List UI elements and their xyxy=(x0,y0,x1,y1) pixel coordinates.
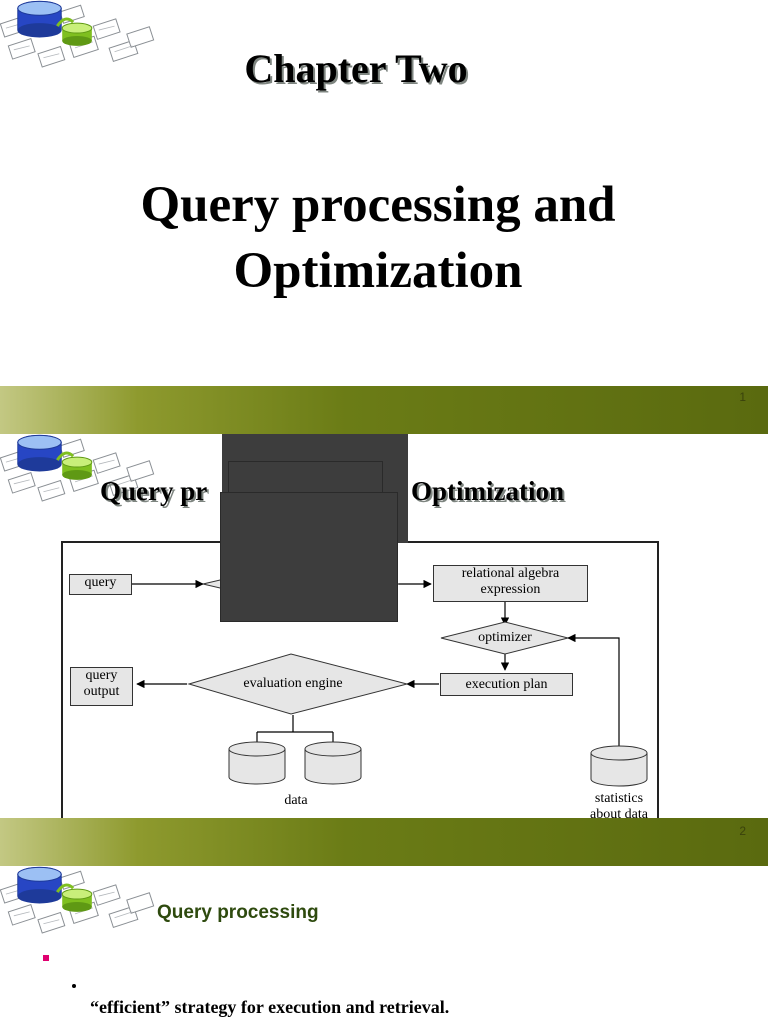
main-title-line-1: Query processing and xyxy=(0,172,756,238)
slide-2-title-left: Query pr xyxy=(100,476,207,507)
statistics-line-1: statistics xyxy=(571,791,667,807)
optimizer-label: optimizer xyxy=(463,630,547,646)
relational-algebra-line-1: relational algebra xyxy=(434,566,587,582)
slide-number: 1 xyxy=(739,390,746,404)
query-output-line-1: query xyxy=(71,668,132,684)
overlay-block-3 xyxy=(220,492,398,622)
relational-algebra-line-2: expression xyxy=(434,582,587,598)
dot-bullet xyxy=(72,984,76,988)
relational-algebra-node: relational algebra expression xyxy=(433,565,588,602)
slide-1-footer-band: 1 xyxy=(0,386,768,434)
slide-3: Query processing “efficient” strategy fo… xyxy=(0,866,768,1024)
data-label: data xyxy=(263,793,329,809)
slide-2: Query pr Optimization xyxy=(0,434,768,818)
query-output-node: query output xyxy=(70,667,133,706)
execution-plan-node: execution plan xyxy=(440,673,573,696)
slide-3-title: Query processing xyxy=(157,902,319,924)
slide-3-body-text: “efficient” strategy for execution and r… xyxy=(90,997,449,1018)
pink-bullet xyxy=(43,955,49,961)
slide-number: 2 xyxy=(739,824,746,838)
slide-1-main-title: Query processing and Optimization xyxy=(0,172,756,304)
query-node: query xyxy=(69,574,132,595)
main-title-line-2: Optimization xyxy=(0,238,756,304)
statistics-line-2: about data xyxy=(571,807,667,818)
chapter-title: Chapter Two xyxy=(0,45,712,92)
slide-1: Chapter Two Query processing and Optimiz… xyxy=(0,0,768,386)
statistics-label: statistics about data xyxy=(571,791,667,818)
database-logo-icon xyxy=(0,866,158,936)
evaluation-engine-label: evaluation engine xyxy=(203,676,383,692)
slide-2-footer-band: 2 xyxy=(0,818,768,866)
slide-2-title-right: Optimization xyxy=(411,476,564,507)
query-output-line-2: output xyxy=(71,684,132,700)
overlay-block-2 xyxy=(228,461,383,495)
